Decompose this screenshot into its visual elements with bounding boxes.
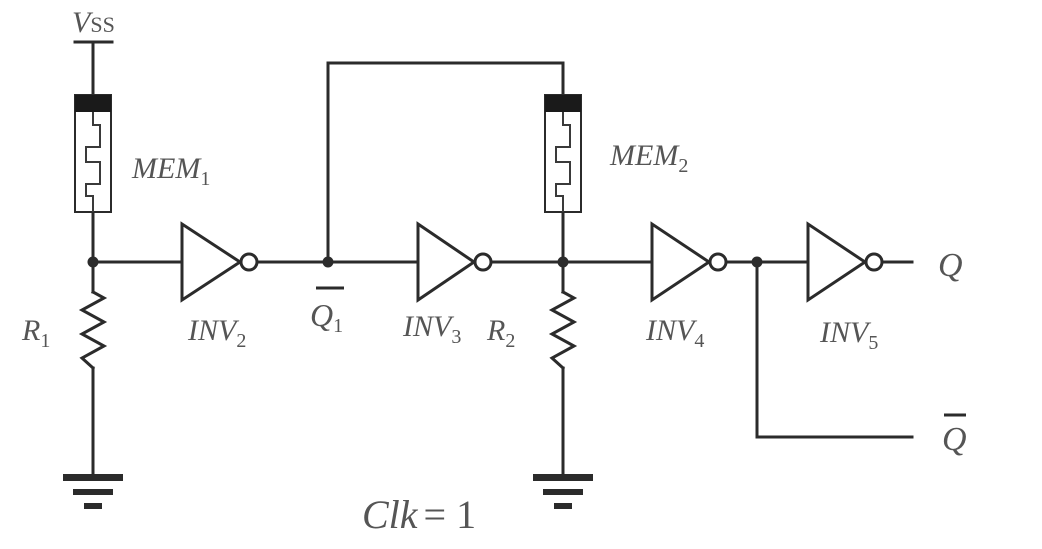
- inv4-label: INV4: [645, 314, 704, 352]
- clk-label: Clk= 1: [362, 492, 476, 537]
- inv2-label: INV2: [187, 314, 246, 352]
- ground-2: [533, 474, 593, 509]
- qbar-output-label: Q: [942, 421, 967, 458]
- q1bar-label: Q1: [310, 297, 343, 337]
- inv5-label: INV5: [819, 316, 878, 354]
- q-output-label: Q: [938, 247, 963, 284]
- mem1-label: MEM1: [131, 152, 210, 190]
- junction-qbar: [751, 256, 763, 268]
- wire-qbar-output: [755, 260, 914, 439]
- memristor-mem2: [544, 94, 582, 213]
- wire-feedback-loop: [326, 61, 565, 264]
- inverter-inv5: [806, 221, 884, 303]
- inverter-inv4: [650, 221, 728, 303]
- r1-label: R1: [21, 314, 50, 352]
- inv3-label: INV3: [402, 310, 461, 348]
- junctions: [87, 256, 763, 268]
- inverter-inv3: [416, 221, 493, 303]
- junction-node-b: [557, 256, 569, 268]
- inverter-inv2: [180, 221, 259, 303]
- junction-node-a: [87, 256, 99, 268]
- ground-1: [63, 474, 123, 509]
- vss-label: VSS: [72, 6, 115, 39]
- resistor-r2: [548, 289, 578, 371]
- junction-q1bar: [322, 256, 334, 268]
- r2-label: R2: [486, 314, 515, 352]
- memristor-mem1: [74, 94, 112, 213]
- resistor-r1: [78, 289, 108, 371]
- mem2-label: MEM2: [609, 139, 688, 177]
- wires: [73, 40, 914, 476]
